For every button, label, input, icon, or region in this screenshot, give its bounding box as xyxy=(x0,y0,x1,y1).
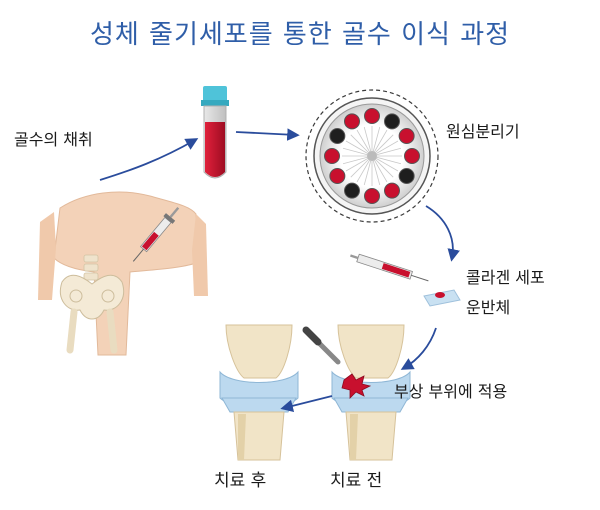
centrifuge-tube-slot xyxy=(398,128,415,144)
centrifuge-tube-slot xyxy=(329,128,346,144)
label-after-treatment: 치료 후 xyxy=(214,471,267,491)
knee-joint-icon xyxy=(219,324,299,461)
label-collagen-line2: 운반체 xyxy=(466,298,511,317)
centrifuge-tube-slot xyxy=(398,168,415,184)
label-apply-to-injury: 부상 부위에 적용 xyxy=(394,382,508,401)
centrifuge-icon xyxy=(305,89,439,223)
body-illustration xyxy=(38,191,208,356)
centrifuge-tube-slot xyxy=(324,148,340,164)
label-centrifuge: 원심분리기 xyxy=(446,122,520,141)
arrow-centrifuge-to-collagen xyxy=(425,205,460,262)
knee-joint-icon xyxy=(302,324,411,461)
label-collagen-line1: 콜라겐 세포 xyxy=(466,268,545,287)
centrifuge-tube-slot xyxy=(364,108,380,124)
collagen-scaffold-icon xyxy=(350,253,461,307)
diagram-title: 성체 줄기세포를 통한 골수 이식 과정 xyxy=(89,20,511,50)
arrow-before-to-after xyxy=(280,395,333,412)
label-before-treatment: 치료 전 xyxy=(330,471,383,491)
arrow-harvest-to-tube xyxy=(99,138,199,181)
label-bone-marrow-harvest: 골수의 채취 xyxy=(14,130,93,149)
arrow-collagen-to-knee xyxy=(400,327,437,370)
centrifuge-tube-slot xyxy=(364,188,380,204)
centrifuge-tube-slot xyxy=(404,148,420,164)
test-tube-icon xyxy=(201,86,229,179)
centrifuge-tube-slot xyxy=(344,113,360,130)
centrifuge-tube-slot xyxy=(384,182,400,199)
injury-icon xyxy=(341,373,372,399)
centrifuge-tube-slot xyxy=(329,168,346,184)
syringe-icon xyxy=(132,206,180,262)
centrifuge-tube-slot xyxy=(344,182,360,199)
centrifuge-tube-slot xyxy=(384,113,400,130)
arrow-tube-to-centrifuge xyxy=(235,128,300,141)
